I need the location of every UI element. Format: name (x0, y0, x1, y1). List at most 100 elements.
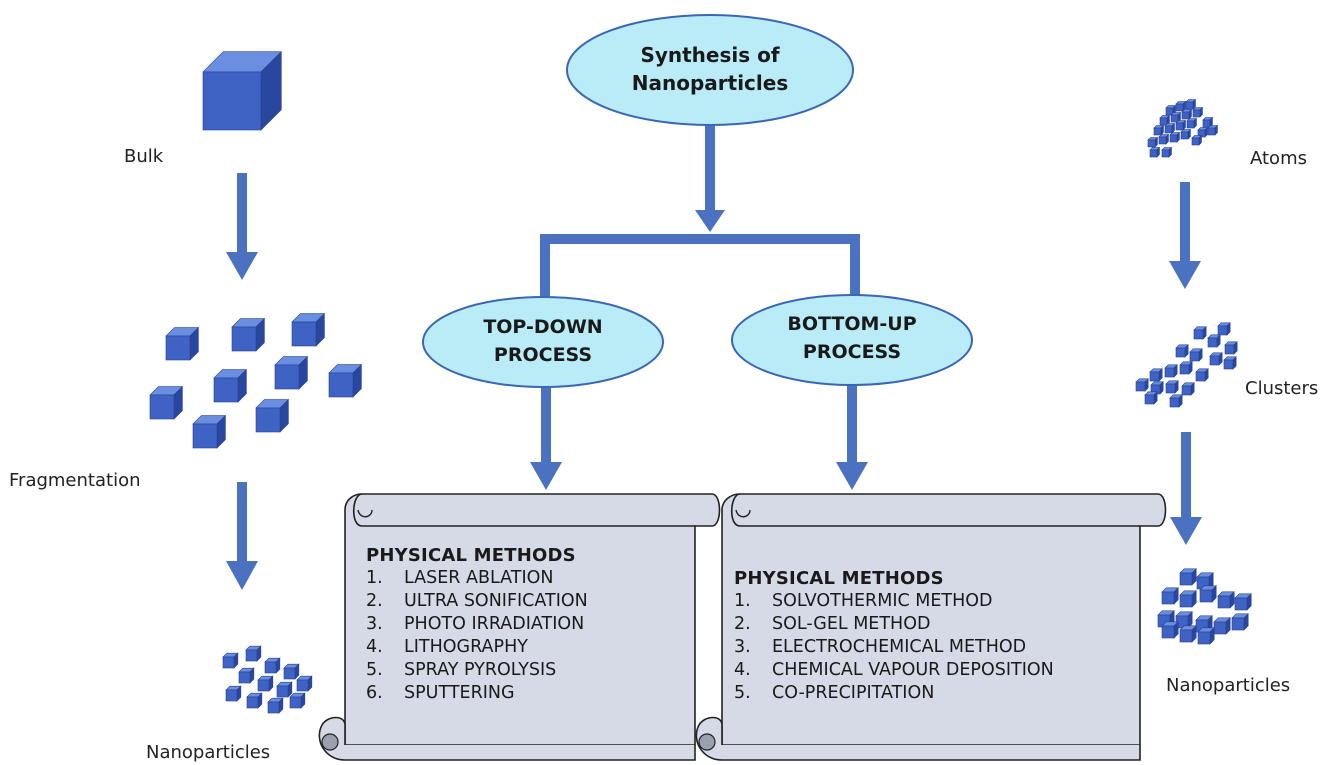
cube (149, 385, 184, 420)
cube (1217, 322, 1231, 336)
list-item-text: SOLVOTHERMIC METHOD (772, 591, 993, 611)
bottom-up-line-2: PROCESS (803, 341, 901, 363)
right-nanoparticle-cubes (1157, 568, 1252, 645)
cube (222, 652, 239, 669)
cube (1207, 124, 1219, 136)
list-item-number: 1. (366, 568, 383, 588)
top-down-ellipse (422, 296, 664, 388)
cube (1165, 380, 1179, 394)
bottom-up-node: BOTTOM-UP PROCESS (731, 294, 973, 386)
cube (246, 692, 263, 709)
cube (257, 675, 274, 692)
bottom-up-arrow-head (836, 462, 868, 490)
top-down-scroll-curl (357, 509, 373, 518)
cube (1147, 136, 1159, 148)
cube (225, 685, 242, 702)
cube (1217, 591, 1235, 609)
list-item: 4. CHEMICAL VAPOUR DEPOSITION (734, 659, 1054, 682)
cube (1153, 124, 1165, 136)
list-item-number: 5. (366, 660, 383, 680)
list-item: 3.ELECTROCHEMICAL METHOD (734, 636, 1054, 659)
top-down-scroll-knob (321, 733, 339, 751)
fragmentation-label: Fragmentation (9, 470, 141, 491)
cube (1175, 611, 1193, 629)
cube (1158, 133, 1170, 145)
cube (1179, 361, 1193, 375)
cube (1175, 344, 1189, 358)
cube (1192, 106, 1204, 118)
branch-right-stem (850, 234, 860, 306)
cube (1149, 146, 1161, 158)
list-item-text: SOL-GEL METHOD (772, 614, 931, 634)
list-item-text: SPRAY PYROLYSIS (404, 660, 557, 680)
bottom-up-scroll-top-roll (730, 493, 1140, 527)
branch-left-stem (540, 234, 550, 306)
bottom-up-scroll-bottom-roll (695, 716, 1141, 761)
cube (1180, 128, 1192, 140)
cube (1181, 108, 1193, 120)
list-item-text: ELECTROCHEMICAL METHOD (772, 637, 1027, 657)
cube (276, 681, 293, 698)
cube (1175, 119, 1187, 131)
list-item-number: 3. (366, 614, 383, 634)
cube (1197, 126, 1209, 138)
fragmentation-cubes (149, 312, 363, 449)
cube (283, 663, 300, 680)
cube (1234, 593, 1252, 611)
cube (1159, 114, 1171, 126)
top-down-line-1: TOP-DOWN (483, 316, 602, 338)
title-arrow-head (695, 210, 725, 232)
cube (165, 326, 200, 361)
right-arrow-1-stem (1180, 182, 1190, 262)
cube (1199, 585, 1217, 603)
list-item: 1.SOLVOTHERMIC METHOD (734, 590, 1054, 613)
cube (245, 645, 262, 662)
list-item-text: CO-PRECIPITATION (772, 683, 935, 703)
list-item-text: PHOTO IRRADIATION (404, 614, 585, 634)
cube (1193, 326, 1207, 340)
top-down-stem (541, 385, 551, 463)
cube (1161, 146, 1173, 158)
cube (1179, 568, 1197, 586)
cube (238, 667, 255, 684)
cube (1195, 368, 1209, 382)
bottom-up-scroll-curl (735, 509, 751, 518)
cube (1231, 613, 1249, 631)
list-item: 5.CO-PRECIPITATION (734, 682, 1054, 705)
list-item-number: 2. (366, 591, 383, 611)
list-item-text: SPUTTERING (404, 683, 515, 703)
cube (192, 414, 227, 449)
cube (274, 355, 309, 390)
list-item-number: 4. (734, 660, 751, 680)
list-item: 6.SPUTTERING (366, 682, 588, 705)
top-down-scroll-bottom-roll (318, 716, 696, 761)
cube (1207, 334, 1221, 348)
list-item-number: 4. (366, 637, 383, 657)
cube (289, 692, 306, 709)
title-stem (705, 120, 715, 212)
cube (1179, 625, 1197, 643)
clusters-label: Clusters (1245, 378, 1319, 399)
cube (231, 317, 266, 352)
bottom-up-ellipse (731, 294, 973, 386)
left-arrow-2-stem (237, 482, 247, 562)
cube (1149, 368, 1163, 382)
bottom-up-methods-list: PHYSICAL METHODS 1.SOLVOTHERMIC METHOD 2… (734, 567, 1054, 705)
cube (213, 368, 248, 403)
left-arrow-1-head (226, 252, 258, 280)
connector-lines (226, 120, 1202, 590)
left-nanoparticles-label: Nanoparticles (146, 742, 271, 763)
list-item-text: CHEMICAL VAPOUR DEPOSITION (772, 660, 1054, 680)
list-item: 1. LASER ABLATION (366, 567, 588, 590)
cube (1179, 590, 1197, 608)
top-down-methods-list: PHYSICAL METHODS 1.LASER ABLATION 2.ULTR… (366, 544, 588, 705)
top-down-scroll (318, 493, 721, 761)
list-item-text: LASER ABLATION (404, 568, 554, 588)
bulk-cube (202, 50, 283, 131)
right-arrow-2-stem (1181, 432, 1191, 518)
clusters-group (1135, 322, 1238, 408)
cube (1170, 111, 1182, 123)
left-nanoparticle-cubes (222, 645, 313, 714)
top-down-scroll-body (344, 493, 721, 746)
